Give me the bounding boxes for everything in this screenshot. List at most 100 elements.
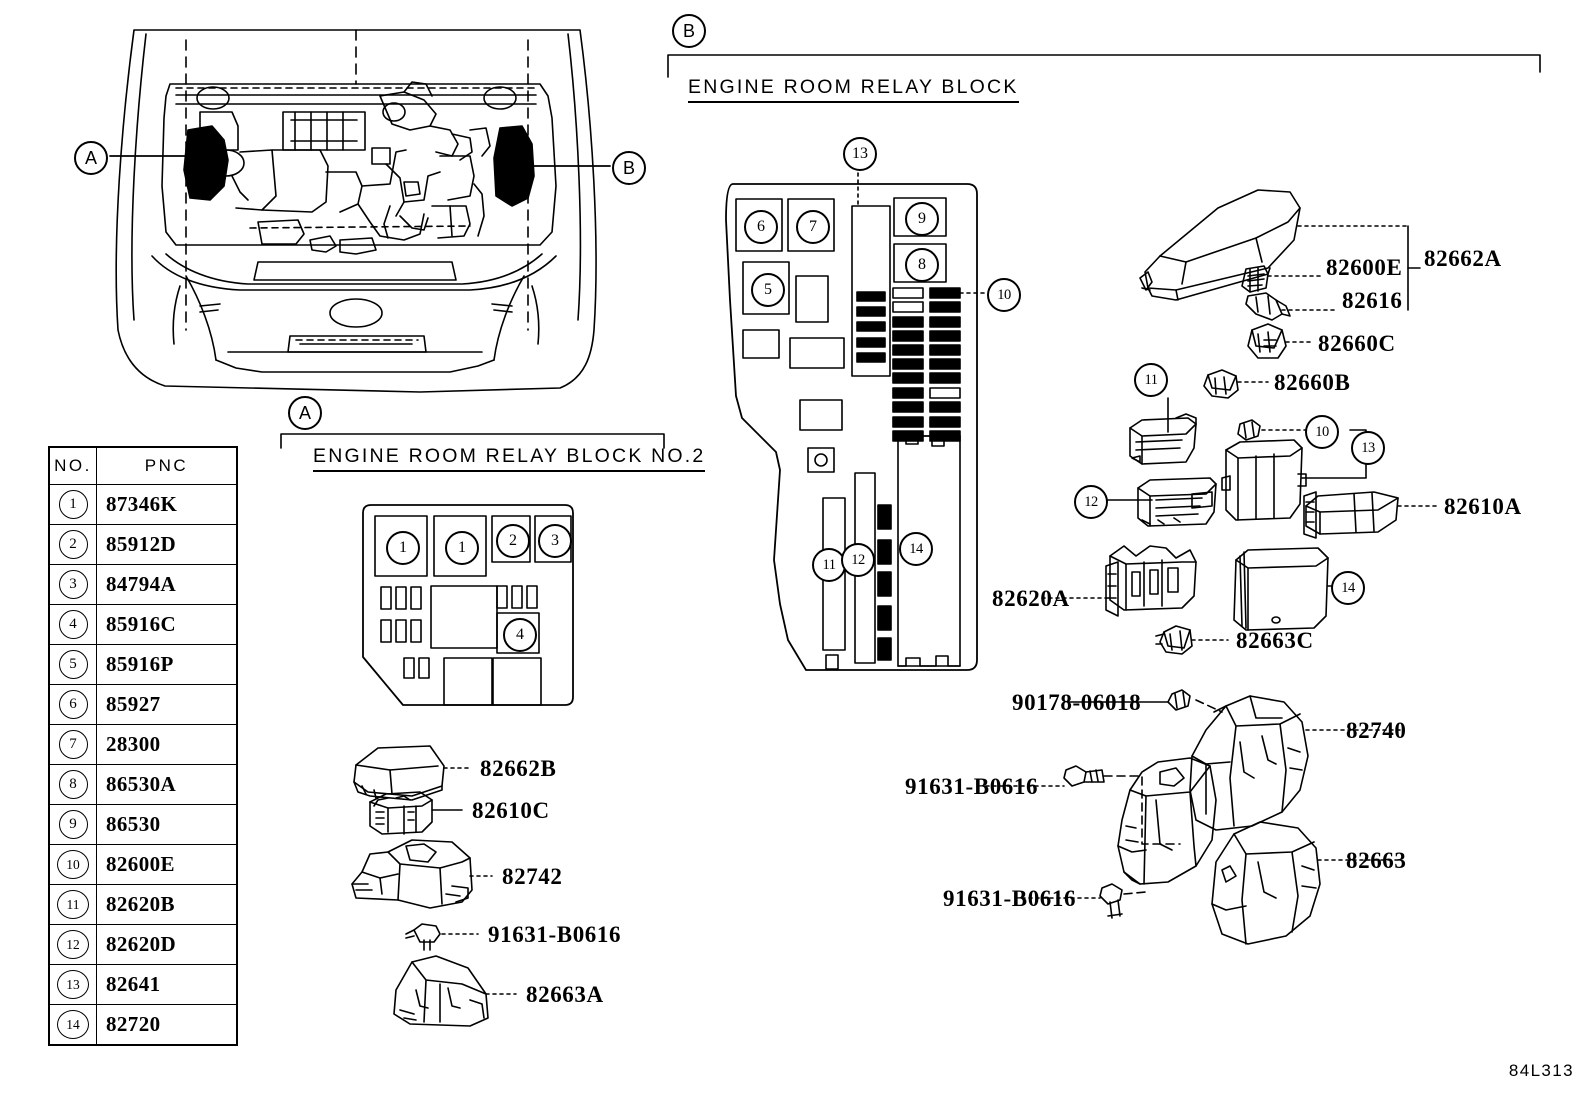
table-header-row: NO. PNC [48, 446, 238, 485]
row-number-badge: 6 [58, 690, 88, 719]
row-number-badge: 1 [58, 490, 88, 519]
part-label-82610C: 82610C [472, 798, 550, 823]
callout-b-13[interactable]: 13 [843, 137, 877, 171]
table-row: 12 82620D [48, 924, 238, 965]
parts-reference-table: NO. PNC 1 87346K 2 85912D 3 84794A 4 [48, 446, 238, 1046]
row-pnc-cell: 86530 [96, 804, 238, 845]
row-number-cell: 9 [48, 804, 97, 845]
callout-exploded-14[interactable]: 14 [1331, 571, 1365, 605]
table-row: 7 28300 [48, 724, 238, 765]
section-b-letter[interactable]: B [672, 14, 706, 48]
table-row: 9 86530 [48, 804, 238, 845]
table-row: 5 85916P [48, 644, 238, 685]
row-pnc-cell: 85916C [96, 604, 238, 645]
part-label-82610A: 82610A [1444, 494, 1522, 519]
row-number-badge: 7 [58, 730, 88, 759]
header-pnc: PNC [96, 446, 238, 485]
row-number-badge: 5 [58, 650, 88, 679]
callout-exploded-11[interactable]: 11 [1134, 363, 1168, 397]
section-a-letter[interactable]: A [288, 396, 322, 430]
row-number-badge: 11 [57, 890, 89, 919]
row-pnc-cell: 82641 [96, 964, 238, 1005]
row-pnc-cell: 28300 [96, 724, 238, 765]
callout-a-4[interactable]: 4 [503, 618, 537, 652]
table-row: 11 82620B [48, 884, 238, 925]
part-label-82660B: 82660B [1274, 370, 1351, 395]
table-row: 2 85912D [48, 524, 238, 565]
part-label-82616: 82616 [1342, 288, 1403, 313]
part-label-82663A: 82663A [526, 982, 604, 1007]
row-number-badge: 4 [58, 610, 88, 639]
row-number-badge: 12 [57, 930, 89, 959]
section-a-title: ENGINE ROOM RELAY BLOCK NO.2 [313, 445, 706, 472]
part-label-82660C: 82660C [1318, 331, 1396, 356]
row-pnc-cell: 82620B [96, 884, 238, 925]
row-pnc-cell: 85927 [96, 684, 238, 725]
section-b-lower-housings [985, 689, 1401, 945]
table-row: 8 86530A [48, 764, 238, 805]
callout-b-7[interactable]: 7 [796, 210, 830, 244]
row-number-cell: 13 [48, 964, 97, 1005]
row-number-cell: 5 [48, 644, 97, 685]
callout-a-2[interactable]: 2 [496, 524, 530, 558]
row-pnc-cell: 82720 [96, 1004, 238, 1046]
callout-a-1b[interactable]: 1 [445, 531, 479, 565]
callout-exploded-10[interactable]: 10 [1305, 415, 1339, 449]
callout-exploded-12[interactable]: 12 [1074, 485, 1108, 519]
callout-b-10[interactable]: 10 [987, 278, 1021, 312]
vehicle-callout-b[interactable]: B [612, 151, 646, 185]
table-row: 13 82641 [48, 964, 238, 1005]
part-label-82662A: 82662A [1424, 246, 1502, 271]
callout-a-3[interactable]: 3 [538, 524, 572, 558]
table-row: 3 84794A [48, 564, 238, 605]
row-number-cell: 10 [48, 844, 97, 885]
part-label-90178-06018: 90178-06018 [1012, 690, 1142, 715]
row-number-cell: 14 [48, 1004, 97, 1046]
table-row: 4 85916C [48, 604, 238, 645]
callout-exploded-13[interactable]: 13 [1351, 431, 1385, 465]
drawing-number: 84L313 [1508, 1061, 1574, 1080]
row-number-badge: 2 [58, 530, 88, 559]
part-label-82663: 82663 [1346, 848, 1407, 873]
section-a-bracket [280, 433, 665, 449]
row-number-cell: 11 [48, 884, 97, 925]
row-pnc-cell: 82620D [96, 924, 238, 965]
callout-a-1a[interactable]: 1 [386, 531, 420, 565]
row-number-badge: 8 [58, 770, 88, 799]
table-row: 14 82720 [48, 1004, 238, 1046]
section-b-bracket [667, 54, 1541, 78]
row-pnc-cell: 86530A [96, 764, 238, 805]
vehicle-callout-a[interactable]: A [74, 141, 108, 175]
callout-b-9[interactable]: 9 [905, 202, 939, 236]
engine-room-relay-block-drawing [725, 165, 989, 671]
row-pnc-cell: 87346K [96, 484, 238, 525]
part-label-82662B: 82662B [480, 756, 557, 781]
part-label-82620A: 82620A [992, 586, 1070, 611]
vehicle-outline [109, 29, 611, 393]
table-row: 10 82600E [48, 844, 238, 885]
section-b-title: ENGINE ROOM RELAY BLOCK [688, 76, 1019, 103]
part-label-82740: 82740 [1346, 718, 1407, 743]
callout-b-11[interactable]: 11 [812, 548, 846, 582]
row-number-badge: 9 [58, 810, 88, 839]
callout-b-12[interactable]: 12 [841, 543, 875, 577]
part-label-91631-B0616-a: 91631-B0616 [488, 922, 622, 947]
header-no: NO. [48, 446, 97, 485]
part-label-91631-B0616-upper: 91631-B0616 [905, 774, 1039, 799]
row-number-badge: 14 [57, 1010, 89, 1039]
row-number-cell: 8 [48, 764, 97, 805]
callout-b-6[interactable]: 6 [744, 210, 778, 244]
row-pnc-cell: 85912D [96, 524, 238, 565]
callout-b-5[interactable]: 5 [751, 273, 785, 307]
row-number-cell: 12 [48, 924, 97, 965]
table-row: 1 87346K [48, 484, 238, 525]
callout-b-14[interactable]: 14 [899, 532, 933, 566]
row-number-cell: 6 [48, 684, 97, 725]
row-number-cell: 4 [48, 604, 97, 645]
row-pnc-cell: 84794A [96, 564, 238, 605]
cover-82662a-drawing [1139, 189, 1421, 399]
callout-b-8[interactable]: 8 [905, 248, 939, 282]
row-number-cell: 3 [48, 564, 97, 605]
row-number-cell: 7 [48, 724, 97, 765]
